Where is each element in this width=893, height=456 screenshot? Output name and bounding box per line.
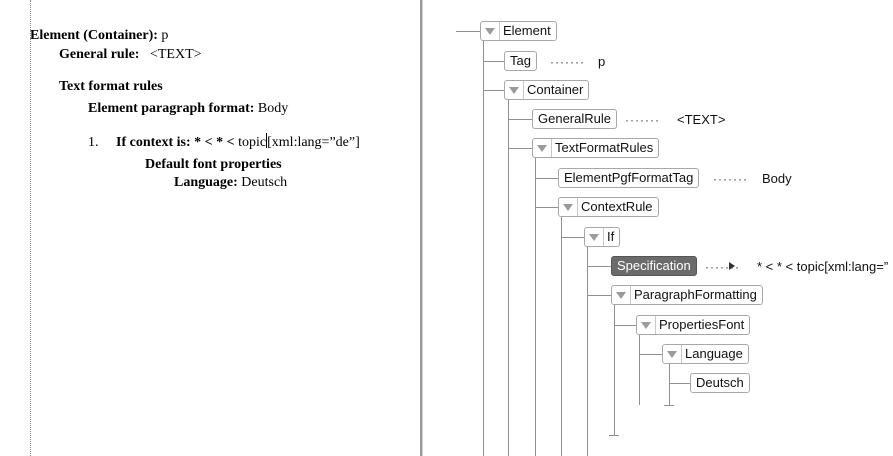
tree-node-general-rule[interactable]: GeneralRule [532,109,617,129]
connector-dots: ······· [550,55,585,69]
general-rule-label: General rule: [59,47,140,62]
tree-connector [587,247,588,456]
tree-node-label: TextFormatRules [555,140,654,155]
tree-node-label: If [607,229,615,244]
tag-value: p [598,54,606,69]
tree-node-text-format-rules[interactable]: TextFormatRules [532,138,660,158]
element-paragraph-format-label: Element paragraph format: [88,101,255,116]
tree-node-label: ContextRule [581,199,653,214]
connector-dots: ······· [713,172,748,186]
text-format-rules-heading: Text format rules [59,79,163,94]
tree-connector [561,217,562,456]
text-cursor [266,133,268,148]
tree-connector-end [664,405,674,406]
tree-node-language[interactable]: Language [662,344,749,364]
connector-dots: ······· [625,113,660,127]
tree-node-label: Language [685,346,743,361]
tree-connector [508,119,532,120]
triangle-down-icon[interactable] [505,81,524,99]
tree-node-tag[interactable]: Tag [504,51,537,71]
triangle-down-icon[interactable] [559,198,578,216]
context-rule-line[interactable]: 1. If context is: * < * < topic[xml:lang… [88,133,360,151]
margin-guide [30,0,31,456]
context-number: 1. [88,135,99,150]
tree-connector-end [609,435,619,436]
tree-node-properties-font[interactable]: PropertiesFont [636,315,751,335]
tree-node-label: PropertiesFont [659,317,745,332]
tree-connector [535,178,558,179]
tree-node-label: Specification [617,258,691,273]
tree-connector [587,266,611,267]
language-label: Language: [174,175,238,190]
tree-connector [535,207,558,208]
tree-connector [483,90,504,91]
specification-value: * < * < topic[xml:lang=” [757,259,889,274]
tree-node-context-rule[interactable]: ContextRule [558,197,659,217]
triangle-down-icon[interactable] [533,139,552,157]
triangle-down-icon[interactable] [612,286,631,304]
tree-node-deutsch[interactable]: Deutsch [690,373,750,393]
tree-connector [587,295,611,296]
general-rule-value: <TEXT> [677,112,726,127]
tree-node-label: GeneralRule [538,111,611,126]
context-label: If context is: [116,135,191,150]
tree-connector [483,41,484,456]
element-pgf-format-tag-value: Body [762,171,792,186]
tree-connector [561,237,584,238]
default-font-properties-line[interactable]: Default font properties [145,157,282,173]
tree-node-label: ParagraphFormatting [634,287,757,302]
context-value-topic: topic [238,135,267,150]
general-rule-line[interactable]: General rule: <TEXT> [59,47,202,63]
tree-connector [508,148,532,149]
tree-node-label: ElementPgfFormatTag [564,170,694,185]
tree-node-label: Element [503,23,551,38]
default-font-properties-heading: Default font properties [145,157,282,172]
document-view[interactable]: Element (Container): p General rule: <TE… [0,0,420,456]
general-rule-value: <TEXT> [149,47,202,62]
tree-connector [535,158,536,456]
structure-view[interactable]: Element Tag ······· p Container GeneralR… [423,0,893,456]
tree-connector [669,364,670,406]
triangle-down-icon[interactable] [481,22,500,40]
element-heading-value: p [161,28,169,43]
triangle-down-icon[interactable] [637,316,656,334]
text-format-rules-line[interactable]: Text format rules [59,79,163,95]
tree-node-label: Tag [510,53,531,68]
tree-connector [639,354,662,355]
tree-connector [614,305,615,435]
tree-node-container[interactable]: Container [504,80,590,100]
tree-node-label: Container [527,82,584,97]
tree-connector [639,335,640,405]
element-paragraph-format-value: Body [257,101,289,116]
element-paragraph-format-line[interactable]: Element paragraph format: Body [88,101,288,117]
pane-splitter[interactable] [420,0,423,456]
language-line[interactable]: Language: Deutsch [174,175,287,191]
tree-connector [483,61,504,62]
context-value-wildcards: * < * < [194,135,235,150]
tree-node-label: Deutsch [696,375,744,390]
tree-node-if[interactable]: If [584,227,621,247]
arrow-right-icon [729,262,735,270]
tree-node-paragraph-formatting[interactable]: ParagraphFormatting [611,285,763,305]
tree-node-element[interactable]: Element [480,21,557,41]
triangle-down-icon[interactable] [585,228,604,246]
tree-connector [669,383,690,384]
tree-node-element-pgf-format-tag[interactable]: ElementPgfFormatTag [558,168,700,188]
tree-connector [614,325,636,326]
triangle-down-icon[interactable] [663,345,682,363]
tree-connector [456,31,480,32]
context-value-attribute: [xml:lang=”de”] [267,135,360,150]
element-heading-line[interactable]: Element (Container): p [30,28,168,44]
element-heading-label: Element (Container): [30,28,158,43]
tree-connector [508,100,509,456]
tree-node-specification[interactable]: Specification [611,256,697,276]
language-value: Deutsch [241,175,288,190]
